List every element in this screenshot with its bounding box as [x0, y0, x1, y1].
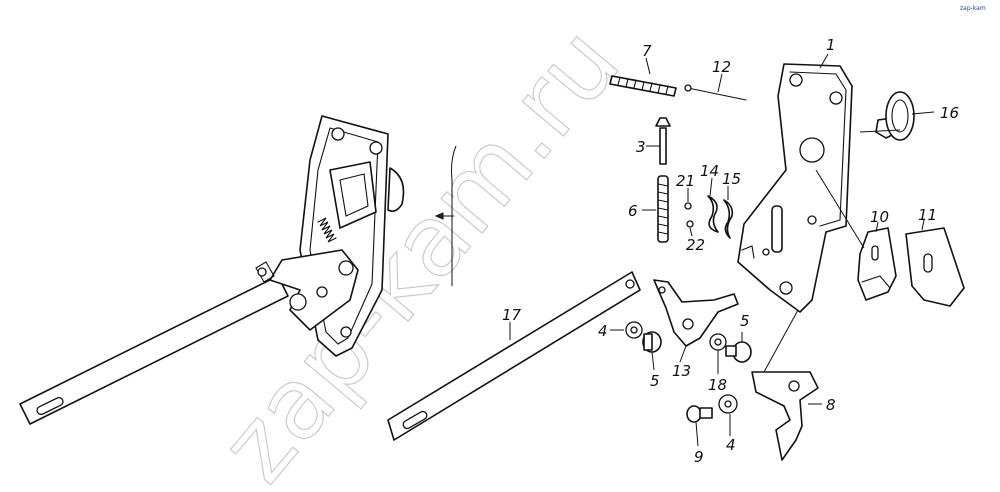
callout-6: 6 [628, 202, 638, 220]
callout-22: 22 [686, 236, 705, 254]
callout-21: 21 [676, 172, 695, 190]
callout-14: 14 [700, 162, 719, 180]
callout-8: 8 [826, 396, 836, 414]
part-10-cam [857, 227, 897, 301]
part-17-rod [387, 271, 641, 441]
callout-11: 11 [918, 206, 937, 224]
callout-7: 7 [642, 42, 652, 60]
part-13-lever [653, 279, 739, 347]
part-9-pin [686, 405, 713, 423]
callout-3: 3 [636, 138, 646, 156]
part-12-pin [687, 87, 747, 101]
part-11-plate [905, 227, 965, 307]
part-22-washer [686, 220, 694, 228]
callout-4b: 4 [726, 436, 736, 454]
callout-9: 9 [694, 448, 704, 466]
part-8-bracket [751, 371, 819, 461]
callout-16: 16 [940, 104, 959, 122]
callout-1: 1 [826, 36, 836, 54]
part-5b-pin [725, 341, 752, 363]
callout-4a: 4 [598, 322, 608, 340]
part-3-rivet [655, 117, 671, 165]
callout-5a: 5 [650, 372, 660, 390]
part-16-knob [875, 91, 915, 141]
assembled-long-rod [19, 275, 289, 425]
part-6-spring [657, 175, 669, 243]
corner-mark: zap-kam [960, 5, 986, 12]
callout-13: 13 [672, 362, 691, 380]
callout-10: 10 [870, 208, 889, 226]
part-21-clip [684, 202, 692, 210]
callout-5b: 5 [740, 312, 750, 330]
part-14-clip [707, 195, 719, 233]
callout-18: 18 [708, 376, 727, 394]
assembled-lock [19, 115, 457, 425]
callout-12: 12 [712, 58, 731, 76]
callout-17: 17 [502, 306, 522, 324]
part-5-pin [642, 331, 662, 353]
callout-15: 15 [722, 170, 741, 188]
part-15-clip [723, 199, 734, 239]
